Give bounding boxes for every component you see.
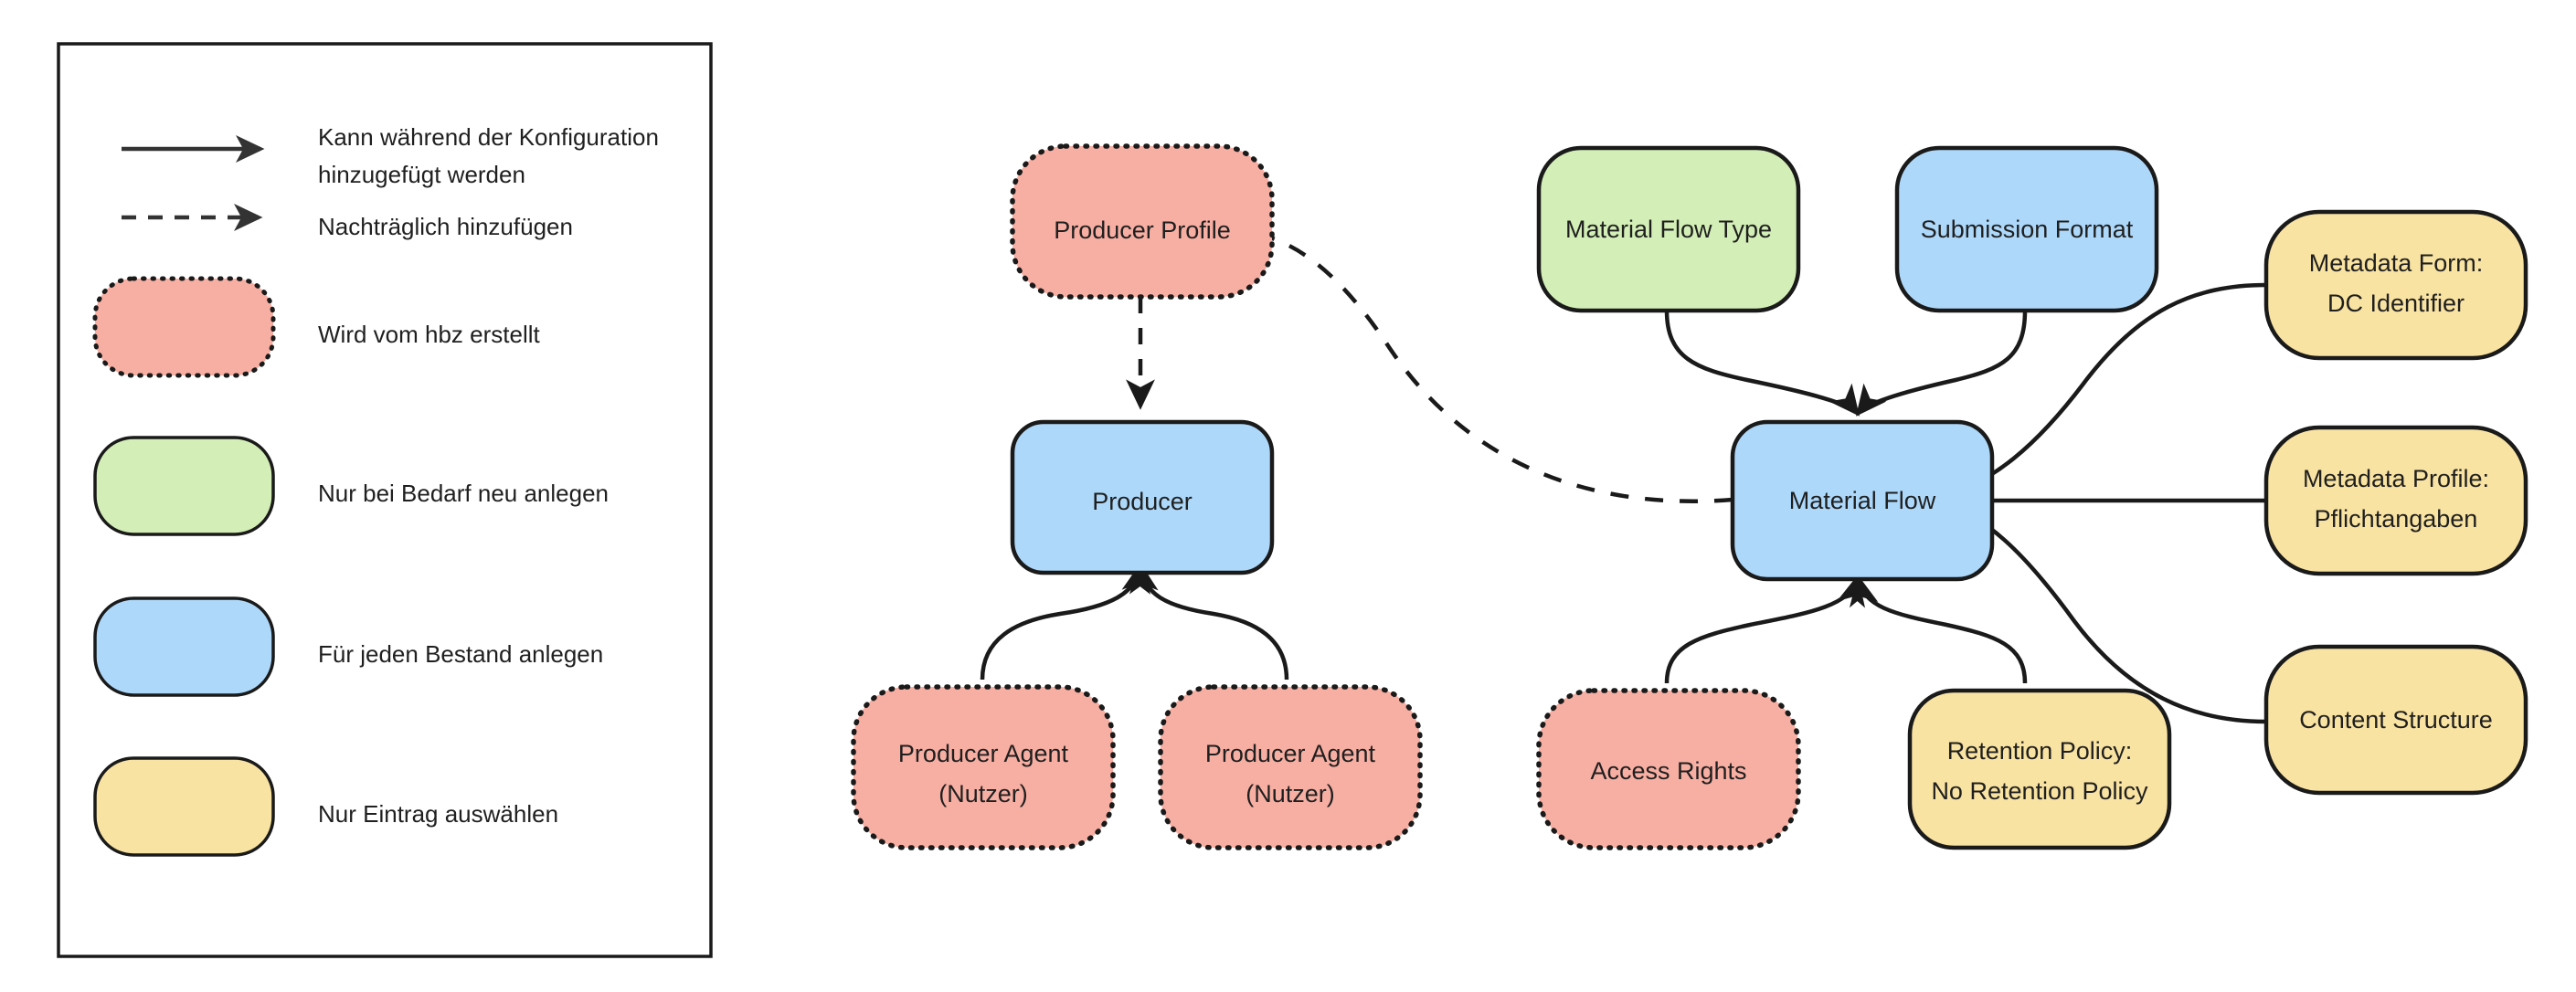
node-label-access-rights: Access Rights [1590, 757, 1746, 785]
node-shape-producer-agent-2[interactable] [1158, 684, 1423, 850]
legend-shape-green [93, 436, 275, 536]
node-retention-policy[interactable]: Retention Policy: No Retention Policy [1907, 688, 2172, 850]
edge-access-rights-to-material-flow [1664, 575, 1865, 684]
node-shape-content-structure[interactable] [2263, 644, 2528, 796]
node-submission-format[interactable]: Submission Format [1894, 145, 2159, 313]
node-label-metadata-profile-line2: Pflichtangaben [2315, 505, 2478, 533]
node-label-producer-agent-2-line2: (Nutzer) [1246, 780, 1335, 807]
node-label-submission-format: Submission Format [1921, 216, 2134, 243]
node-label-producer-agent-2-line1: Producer Agent [1205, 740, 1376, 767]
edge-agent2-to-producer [1129, 562, 1289, 681]
node-material-flow[interactable]: Material Flow [1730, 419, 1995, 582]
node-label-content-structure: Content Structure [2299, 706, 2493, 733]
node-content-structure[interactable]: Content Structure [2263, 644, 2528, 796]
node-label-material-flow: Material Flow [1789, 487, 1936, 514]
edge-flow-type-to-material-flow [1664, 310, 1860, 417]
node-producer-profile[interactable]: Producer Profile [1010, 143, 1275, 300]
legend-shape-salmon [92, 276, 276, 378]
node-shape-metadata-form[interactable] [2263, 209, 2528, 361]
legend-yellow-label: Nur Eintrag auswählen [318, 800, 558, 828]
node-label-producer-agent-1-line2: (Nutzer) [938, 780, 1028, 807]
node-label-metadata-form-line1: Metadata Form: [2309, 249, 2484, 277]
node-shape-producer-profile[interactable] [1010, 143, 1275, 300]
edge-material-flow-to-producer-profile [1220, 216, 1733, 503]
legend-swatch-yellow [93, 756, 275, 857]
legend-shape-yellow [93, 756, 275, 857]
legend-swatch-blue [93, 596, 275, 697]
node-label-producer-agent-1-line1: Producer Agent [898, 740, 1069, 767]
legend-solid-label-line1: Kann während der Konfiguration [318, 123, 659, 151]
legend-blue-label: Für jeden Bestand anlegen [318, 640, 603, 668]
node-label-producer: Producer [1092, 488, 1193, 515]
legend-dashed-label: Nachträglich hinzufügen [318, 213, 573, 240]
legend-green-label: Nur bei Bedarf neu anlegen [318, 480, 609, 507]
edge-agent1-to-producer [980, 562, 1150, 681]
node-label-producer-profile: Producer Profile [1054, 216, 1231, 244]
node-shape-producer-agent-1[interactable] [851, 684, 1116, 850]
legend-swatch-salmon [92, 276, 276, 378]
node-shape-metadata-profile[interactable] [2263, 425, 2528, 576]
edge-submission-to-material-flow [1856, 310, 2028, 417]
node-shape-producer[interactable] [1010, 419, 1275, 575]
edge-retention-to-material-flow [1850, 575, 2028, 684]
node-material-flow-type[interactable]: Material Flow Type [1536, 145, 1801, 313]
legend-swatch-green [93, 436, 275, 536]
legend-panel: Kann während der Konfiguration hinzugefü… [57, 42, 713, 958]
node-access-rights[interactable]: Access Rights [1536, 688, 1801, 850]
node-metadata-form[interactable]: Metadata Form: DC Identifier [2263, 209, 2528, 361]
node-label-metadata-form-line2: DC Identifier [2327, 290, 2465, 317]
legend-salmon-label: Wird vom hbz erstellt [318, 321, 540, 348]
node-shape-material-flow[interactable] [1730, 419, 1995, 582]
legend-shape-blue [93, 596, 275, 697]
node-label-material-flow-type: Material Flow Type [1565, 216, 1772, 243]
node-producer-agent-1[interactable]: Producer Agent (Nutzer) [851, 684, 1116, 850]
node-shape-retention-policy[interactable] [1907, 688, 2172, 850]
node-shape-material-flow-type[interactable] [1536, 145, 1801, 313]
node-shape-submission-format[interactable] [1894, 145, 2159, 313]
node-producer[interactable]: Producer [1010, 419, 1275, 575]
node-producer-agent-2[interactable]: Producer Agent (Nutzer) [1158, 684, 1423, 850]
legend-solid-label-line2: hinzugefügt werden [318, 161, 525, 188]
node-label-metadata-profile-line1: Metadata Profile: [2303, 465, 2489, 492]
node-metadata-profile[interactable]: Metadata Profile: Pflichtangaben [2263, 425, 2528, 576]
node-shape-access-rights[interactable] [1536, 688, 1801, 850]
node-label-retention-policy-line1: Retention Policy: [1947, 737, 2133, 765]
node-label-retention-policy-line2: No Retention Policy [1931, 777, 2148, 805]
